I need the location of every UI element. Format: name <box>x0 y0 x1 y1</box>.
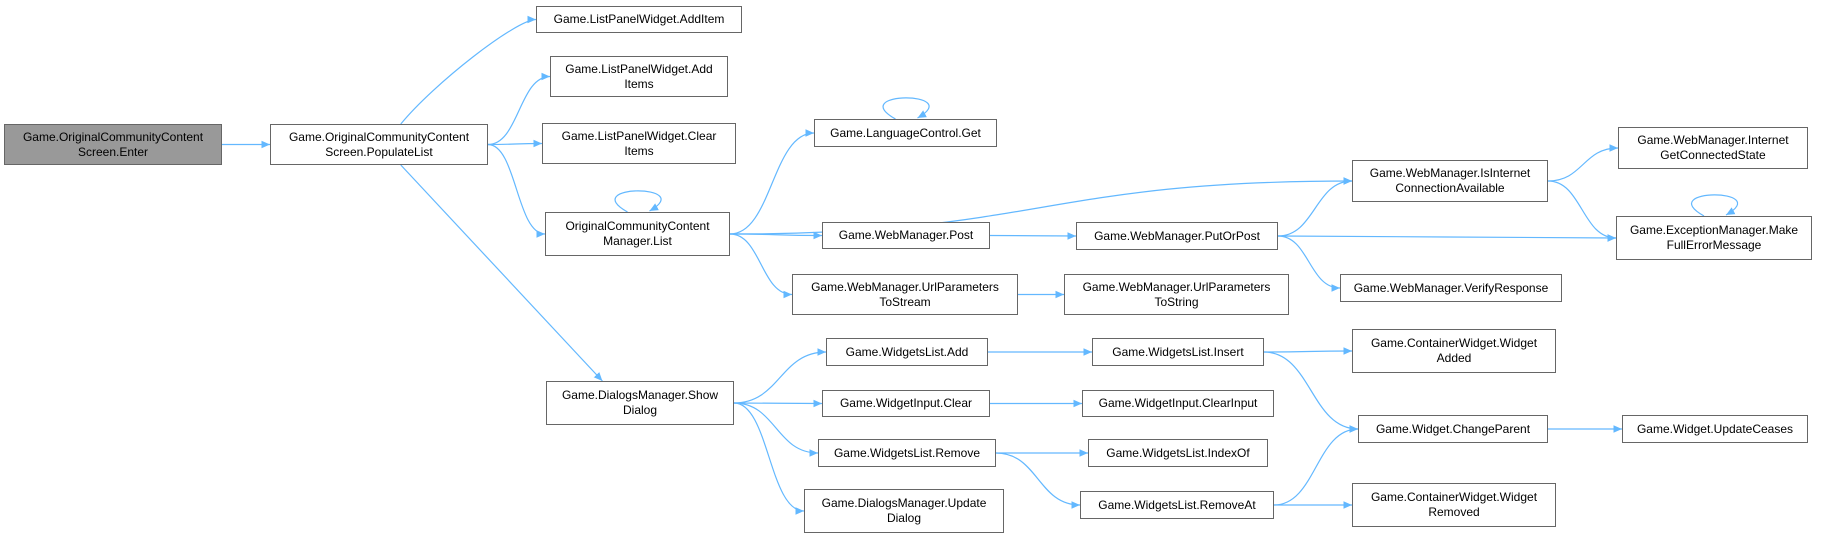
node-label: Game.LanguageControl.Get <box>830 125 981 140</box>
node-label: Game.WidgetsList.RemoveAt <box>1098 497 1256 512</box>
edge-n_showdialog-to-n_wlremove <box>733 402 819 457</box>
node-widgetslist-indexof[interactable]: Game.WidgetsList.IndexOf <box>1088 439 1268 467</box>
edge-n_wlremoveat-to-n_wchangeparent <box>1273 425 1359 506</box>
node-label: Game.WidgetInput.ClearInput <box>1098 396 1258 410</box>
node-widgetslist-remove[interactable]: Game.WidgetsList.Remove <box>818 439 996 467</box>
node-change-parent[interactable]: Game.Widget.ChangeParent <box>1358 415 1548 443</box>
node-internet-connected-state[interactable]: Game.WebManager.Internet GetConnectedSta… <box>1618 127 1808 169</box>
node-widgetslist-removeat[interactable]: Game.WidgetsList.RemoveAt <box>1080 491 1274 519</box>
node-label: Game.Widget.ChangeParent <box>1375 421 1531 436</box>
node-occ-manager-list[interactable]: OriginalCommunityContent Manager.List <box>545 212 730 256</box>
node-label: Game.OriginalCommunityContent Screen.Ent… <box>22 129 204 159</box>
node-webmanager-post[interactable]: Game.WebManager.Post <box>822 222 990 249</box>
node-language-get[interactable]: Game.LanguageControl.Get <box>814 119 997 147</box>
edge-n_wminternetavail-to-n_wminternetstate <box>1547 144 1619 182</box>
edge-n_wlinsert-to-n_wchangeparent <box>1263 351 1359 433</box>
node-label: Game.DialogsManager.Show Dialog <box>561 388 719 417</box>
node-add-item[interactable]: Game.ListPanelWidget.AddItem <box>536 6 742 33</box>
edge-n_populate-to-n_clearitems <box>487 139 543 148</box>
node-label: Game.DialogsManager.Update Dialog <box>821 496 987 525</box>
node-enter[interactable]: Game.OriginalCommunityContent Screen.Ent… <box>4 124 222 165</box>
node-label: Game.WebManager.PutOrPost <box>1094 228 1260 243</box>
node-label: Game.ExceptionManager.Make FullErrorMess… <box>1629 223 1799 252</box>
node-clear-items[interactable]: Game.ListPanelWidget.Clear Items <box>542 123 736 164</box>
edge-n_wminternetavail-to-n_emfullerror <box>1547 180 1617 242</box>
node-label: Game.ListPanelWidget.AddItem <box>553 12 725 26</box>
edge-n_populate-to-n_additem <box>400 15 537 125</box>
edge-n_wmputorpost-to-n_wmverify <box>1277 235 1341 292</box>
node-label: Game.WidgetsList.Insert <box>1112 344 1244 359</box>
node-url-params-to-string[interactable]: Game.WebManager.UrlParameters ToString <box>1064 274 1289 315</box>
edge-n_occlist-to-n_occlist <box>614 190 662 213</box>
edge-n_populate-to-n_occlist <box>487 143 546 238</box>
node-widget-added[interactable]: Game.ContainerWidget.Widget Added <box>1352 329 1556 373</box>
edge-n_occlist-to-n_wmpost <box>729 231 823 240</box>
node-label: Game.WebManager.Post <box>838 228 974 242</box>
node-widgetslist-insert[interactable]: Game.WidgetsList.Insert <box>1092 338 1264 366</box>
node-make-full-error[interactable]: Game.ExceptionManager.Make FullErrorMess… <box>1616 216 1812 260</box>
node-label: Game.WebManager.VerifyResponse <box>1353 280 1549 295</box>
node-label: Game.ContainerWidget.Widget Removed <box>1370 490 1538 519</box>
node-label: Game.WidgetsList.IndexOf <box>1106 445 1250 460</box>
edge-n_wmputorpost-to-n_emfullerror <box>1277 234 1617 242</box>
edge-n_wmpost-to-n_wmputorpost <box>989 232 1077 240</box>
node-label: Game.ListPanelWidget.Add Items <box>565 61 713 91</box>
edge-n_occlist-to-n_wmurlstream <box>729 233 793 299</box>
edge-n_wlremove-to-n_wlremoveat <box>995 452 1081 509</box>
node-label: Game.WebManager.UrlParameters ToString <box>1082 279 1271 309</box>
node-label: Game.ContainerWidget.Widget Added <box>1370 336 1538 365</box>
node-label: Game.WidgetsList.Remove <box>833 445 981 460</box>
node-widget-removed[interactable]: Game.ContainerWidget.Widget Removed <box>1352 483 1556 527</box>
edge-n_wlinsert-to-n_cwadded <box>1263 347 1353 355</box>
node-label: Game.Widget.UpdateCeases <box>1636 421 1794 436</box>
edge-n_showdialog-to-n_dmupdate <box>733 402 805 515</box>
node-verify-response[interactable]: Game.WebManager.VerifyResponse <box>1340 274 1562 302</box>
node-widgetinput-clearinput[interactable]: Game.WidgetInput.ClearInput <box>1082 390 1274 417</box>
node-label: Game.WebManager.UrlParameters ToStream <box>811 279 999 309</box>
node-label: Game.OriginalCommunityContent Screen.Pop… <box>288 129 470 159</box>
node-label: Game.WebManager.Internet GetConnectedSta… <box>1637 133 1789 162</box>
node-label: Game.WidgetInput.Clear <box>839 396 973 410</box>
node-label: Game.WidgetsList.Add <box>845 344 969 359</box>
node-update-ceases[interactable]: Game.Widget.UpdateCeases <box>1622 415 1808 443</box>
edge-n_showdialog-to-n_wladd <box>733 348 827 404</box>
node-populate-list[interactable]: Game.OriginalCommunityContent Screen.Pop… <box>270 124 488 165</box>
edge-n_wmputorpost-to-n_wminternetavail <box>1277 177 1353 237</box>
node-add-items[interactable]: Game.ListPanelWidget.Add Items <box>550 56 728 97</box>
node-update-dialog[interactable]: Game.DialogsManager.Update Dialog <box>804 489 1004 533</box>
node-widgetinput-clear[interactable]: Game.WidgetInput.Clear <box>822 390 990 417</box>
edge-n_emfullerror-to-n_emfullerror <box>1690 194 1739 217</box>
edge-n_occlist-to-n_langget <box>729 129 815 235</box>
node-show-dialog[interactable]: Game.DialogsManager.Show Dialog <box>546 381 734 425</box>
node-put-or-post[interactable]: Game.WebManager.PutOrPost <box>1076 222 1278 250</box>
node-url-params-to-stream[interactable]: Game.WebManager.UrlParameters ToStream <box>792 274 1018 315</box>
edge-n_populate-to-n_additems <box>487 72 551 146</box>
edge-n_langget-to-n_langget <box>882 97 930 120</box>
node-label: OriginalCommunityContent Manager.List <box>565 219 710 248</box>
node-widgetslist-add[interactable]: Game.WidgetsList.Add <box>826 338 988 366</box>
node-label: Game.ListPanelWidget.Clear Items <box>561 128 717 158</box>
edge-n_showdialog-to-n_wiclear <box>733 399 823 408</box>
node-is-internet-available[interactable]: Game.WebManager.IsInternet ConnectionAva… <box>1352 160 1548 202</box>
node-label: Game.WebManager.IsInternet ConnectionAva… <box>1369 166 1531 195</box>
edge-n_populate-to-n_showdialog <box>400 164 603 382</box>
